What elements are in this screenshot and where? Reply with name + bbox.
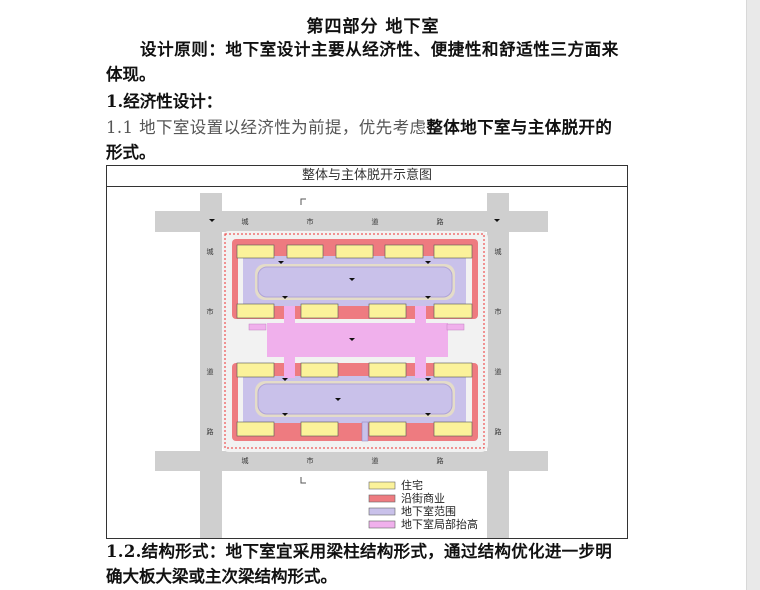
raised-area xyxy=(267,323,448,357)
svg-text:城: 城 xyxy=(242,457,249,465)
svg-text:市: 市 xyxy=(307,217,314,226)
svg-text:路: 路 xyxy=(207,427,214,436)
svg-text:道: 道 xyxy=(372,217,379,226)
svg-text:城: 城 xyxy=(495,248,502,256)
svg-text:市: 市 xyxy=(207,307,214,316)
svg-text:道: 道 xyxy=(207,367,214,376)
svg-text:路: 路 xyxy=(437,217,444,226)
road-bottom xyxy=(155,451,548,471)
road-top xyxy=(155,211,548,232)
legend-label: 沿街商业 xyxy=(401,492,445,505)
svg-text:道: 道 xyxy=(495,367,502,376)
legend-swatches xyxy=(368,481,396,529)
legend-label: 地下室范围 xyxy=(401,505,456,518)
elevation-markers xyxy=(209,219,500,416)
para-line: 体现。 xyxy=(106,65,156,84)
legend-label: 住宅 xyxy=(401,479,423,492)
para-line: 设计原则：地下室设计主要从经济性、便捷性和舒适性三方面来 xyxy=(140,40,619,59)
text-bold: 整体地下室与主体脱开的 xyxy=(426,118,613,137)
para-line: 确大板大梁或主次梁结构形式。 xyxy=(106,567,337,586)
road-labels: 城市道路 城市道路 城市道路 城市道路 xyxy=(207,217,502,465)
roads xyxy=(155,193,548,538)
residential-blocks xyxy=(236,244,473,437)
legend-label: 地下室局部抬高 xyxy=(401,518,478,531)
para-line: 形式。 xyxy=(106,143,156,162)
para-line: 1.1 地下室设置以经济性为前提，优先考虑整体地下室与主体脱开的 xyxy=(106,117,612,139)
redline xyxy=(224,233,485,449)
text-normal: 1.1 地下室设置以经济性为前提，优先考虑 xyxy=(106,118,427,137)
corner-mark xyxy=(300,198,306,205)
figure-caption: 整体与主体脱开示意图 xyxy=(107,166,627,187)
subheading: 1.经济性设计： xyxy=(106,92,223,111)
svg-text:路: 路 xyxy=(437,456,444,465)
figure-frame: 整体与主体脱开示意图 xyxy=(106,165,628,539)
svg-text:市: 市 xyxy=(495,307,502,316)
svg-text:城: 城 xyxy=(207,248,214,256)
svg-text:路: 路 xyxy=(495,427,502,436)
scrollbar-track[interactable] xyxy=(746,0,760,590)
road-left xyxy=(200,193,222,538)
para-line: 1.2.结构形式：地下室宜采用梁柱结构形式，通过结构优化进一步明 xyxy=(106,542,613,561)
road-right xyxy=(487,193,509,538)
section-heading: 第四部分 地下室 xyxy=(306,17,440,37)
svg-text:城: 城 xyxy=(242,218,249,226)
svg-text:市: 市 xyxy=(307,456,314,465)
svg-text:道: 道 xyxy=(372,456,379,465)
